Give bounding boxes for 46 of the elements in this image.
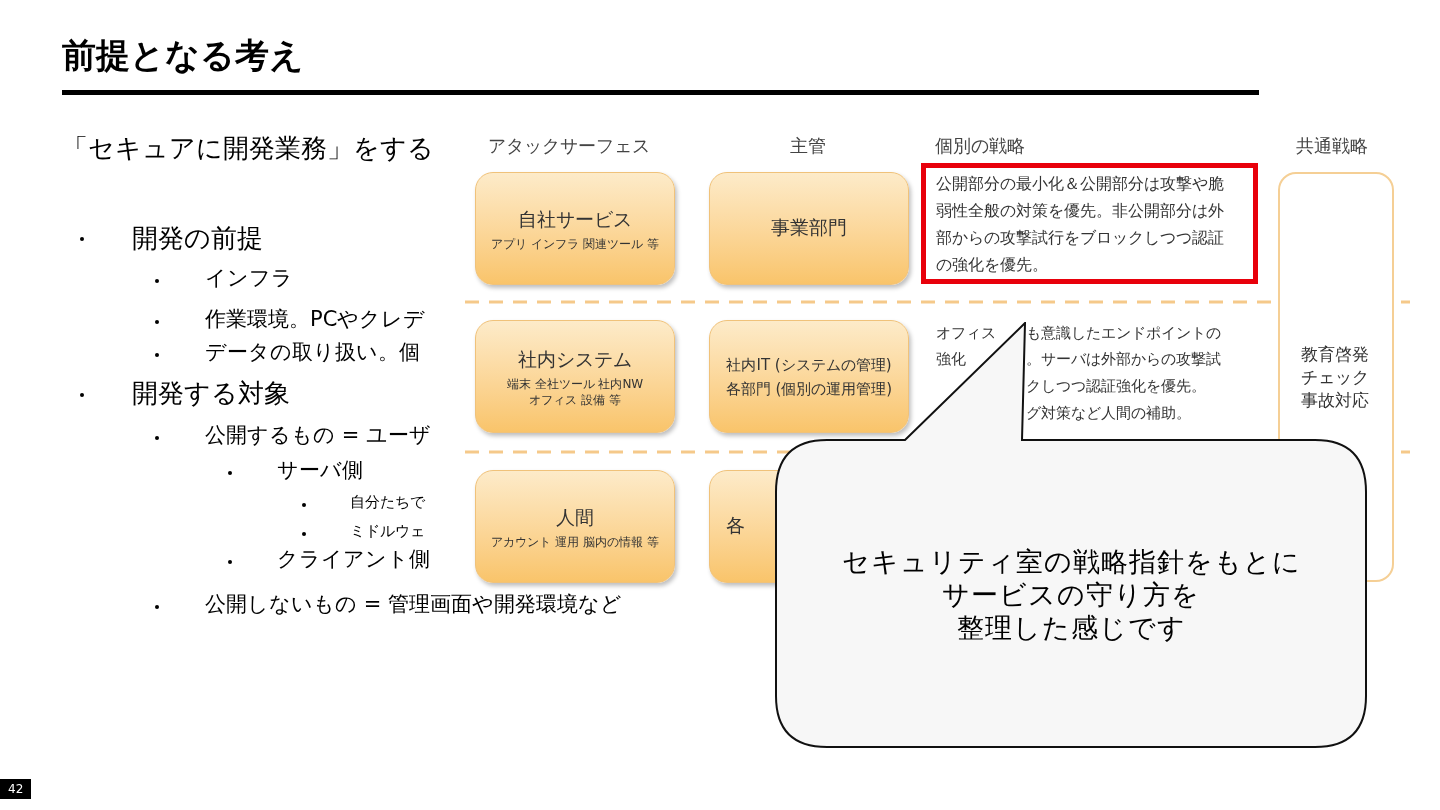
- bubble-text: 整理した感じです: [956, 610, 1186, 644]
- bubble-text: サービスの守り方を: [942, 577, 1200, 611]
- category-box: [475, 470, 675, 583]
- subtitle-text: 「セキュアに開発業務」をする: [62, 132, 434, 165]
- strategy-text: クしつつ認証強化を優先。: [1026, 376, 1206, 396]
- box-subtitle: アプリ インフラ 関連ツール 等: [491, 235, 659, 252]
- strategy-text: 強化: [936, 349, 966, 369]
- box-title: 自社サービス: [518, 206, 632, 232]
- box-title: 各: [726, 512, 745, 538]
- category-box: [709, 320, 909, 433]
- list-item: 自分たちで: [350, 492, 425, 512]
- box-subtitle: アカウント 運用 脳内の情報 等: [491, 533, 659, 550]
- slide-title: 前提となる考え: [62, 34, 304, 77]
- category-box: [709, 172, 909, 285]
- callout-tooltip: [775, 322, 1367, 748]
- highlight-frame: [921, 163, 1258, 284]
- list-item: 公開するもの = ユーザ: [205, 422, 431, 449]
- strategy-text: グ対策など人間の補助。: [1026, 403, 1191, 423]
- box-title: 社内IT (システムの管理): [726, 354, 892, 376]
- list-item: インフラ: [205, 265, 293, 292]
- box-title: 各部門 (個別の運用管理): [725, 378, 893, 400]
- list-item: 公開しないもの = 管理画面や開発環境など: [205, 591, 622, 618]
- strategy-text: も意識したエンドポイントの: [1026, 323, 1221, 343]
- column-header: アタックサーフェス: [488, 134, 650, 158]
- list-item: データの取り扱い。個: [205, 339, 420, 366]
- box-subtitle: 端末 全社ツール 社内NW オフィス 設備 等: [505, 375, 645, 408]
- box-title: 社内システム: [518, 346, 632, 372]
- list-item: ミドルウェ: [350, 521, 425, 541]
- list-item: サーバ側: [277, 457, 363, 484]
- strategy-text: 教育啓発チェック事故対応: [1301, 342, 1371, 412]
- strategy-text: 。サーバは外部からの攻撃試: [1026, 349, 1221, 369]
- strategy-text: オフィス: [936, 323, 996, 343]
- strategy-text: 公開部分の最小化＆公開部分は攻撃や脆弱性全般の対策を優先。非公開部分は外部からの攻撃試行をブロックしつつ認証の強化を優先。: [936, 172, 1225, 276]
- column-header: 主管: [790, 134, 826, 158]
- page-number: 42: [0, 779, 32, 799]
- list-item: 開発の前提: [132, 222, 263, 255]
- list-item: 作業環境。PCやクレデ: [205, 306, 426, 333]
- category-box: [475, 172, 675, 285]
- column-header: 共通戦略: [1296, 134, 1368, 158]
- list-item: クライアント側: [277, 546, 430, 573]
- box-title: 事業部門: [771, 214, 847, 240]
- column-header: 個別の戦略: [935, 134, 1025, 158]
- category-box: [475, 320, 675, 433]
- box-title: 人間: [556, 504, 594, 530]
- bubble-text: セキュリティ室の戦略指針をもとに: [841, 544, 1301, 578]
- list-item: 開発する対象: [132, 377, 290, 410]
